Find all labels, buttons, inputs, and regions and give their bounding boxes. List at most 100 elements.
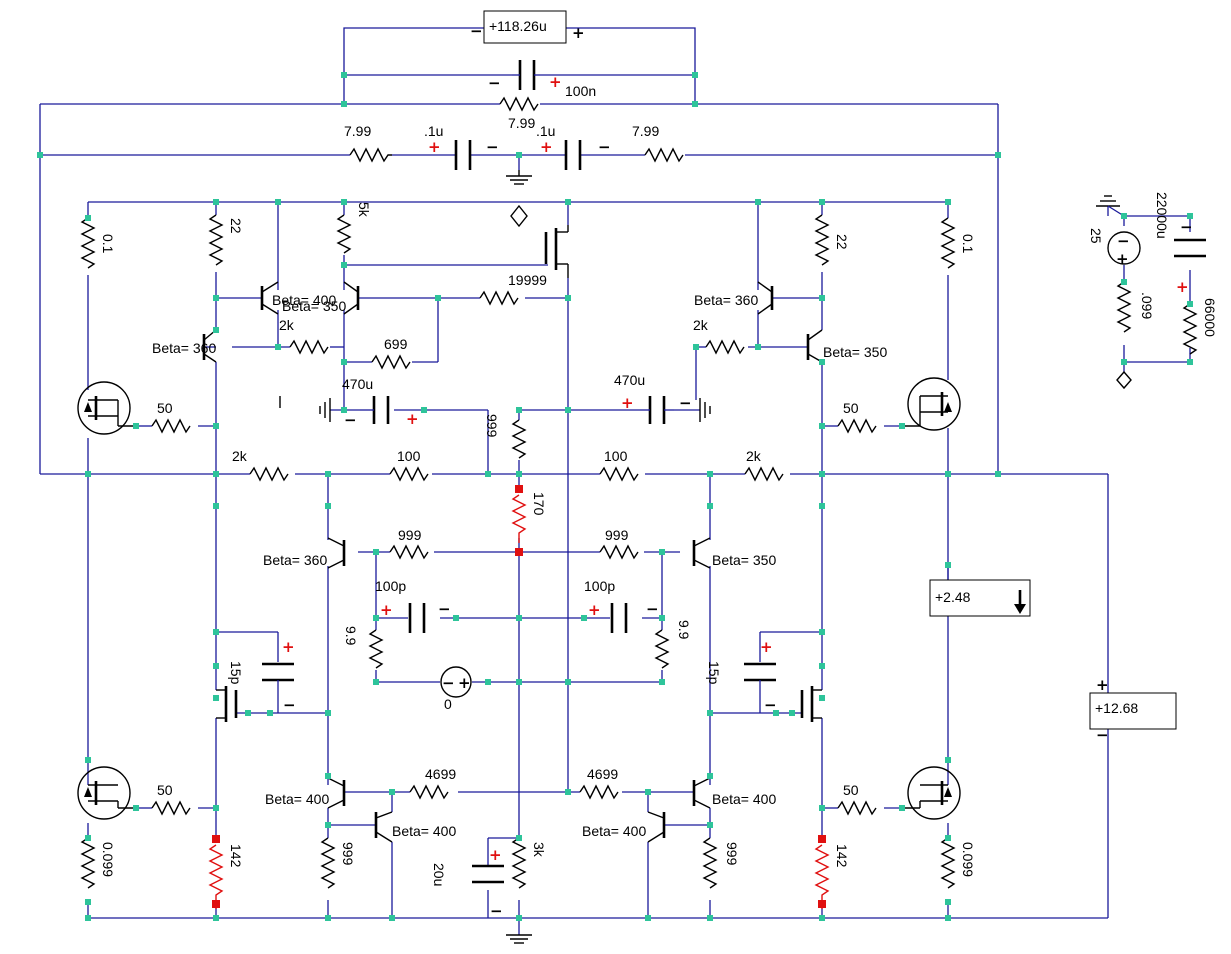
label-r-699: 699 — [384, 336, 408, 352]
capacitors — [262, 60, 1206, 884]
label-r-999-right: 999 — [605, 527, 629, 543]
label-beta-400-vas-left: Beta= 400 — [265, 791, 329, 807]
sources-grounds — [279, 170, 1141, 944]
svg-text:+: + — [1116, 250, 1129, 268]
svg-text:−: − — [1117, 232, 1130, 250]
label-beta-350-input: Beta= 350 — [712, 552, 776, 568]
svg-text:−: − — [1096, 726, 1109, 744]
label-beta-400-mirror-left: Beta= 400 — [392, 823, 456, 839]
label-c-15p-left: 15p — [228, 661, 244, 685]
label-r-2k-right: 2k — [746, 448, 762, 464]
label-r-50-ur: 50 — [843, 400, 859, 416]
svg-text:−: − — [1180, 218, 1193, 236]
label-c-470u-right: 470u — [614, 372, 645, 388]
label-c-20u: 20u — [431, 863, 447, 886]
svg-text:−: − — [764, 696, 777, 714]
svg-text:+: + — [621, 394, 634, 412]
label-beta-350-ur: Beta= 350 — [823, 344, 887, 360]
label-r-2k-ur: 2k — [693, 317, 709, 333]
svg-text:+: + — [406, 410, 419, 428]
label-r-099: .099 — [1139, 292, 1155, 319]
meter-mid[interactable]: +2.48 — [929, 579, 1031, 617]
svg-text:−: − — [598, 138, 611, 156]
label-beta-400-ul: Beta= 400 — [272, 292, 336, 308]
label-beta-360-ul: Beta= 360 — [152, 340, 216, 356]
q-right-350 — [806, 329, 823, 363]
label-r-2k-ul: 2k — [279, 317, 295, 333]
label-c-22000u: 22000u — [1154, 192, 1170, 239]
svg-text:−: − — [470, 22, 483, 40]
label-beta-400-vas-right: Beta= 400 — [712, 791, 776, 807]
label-r-4699-right: 4699 — [587, 766, 618, 782]
label-r-999-vertical: 999 — [484, 414, 500, 438]
label-r-50-ul: 50 — [157, 400, 173, 416]
label-v-0: 0 — [444, 696, 452, 712]
svg-text:−: − — [283, 696, 296, 714]
q-mirror-left — [374, 811, 393, 843]
power-mosfet-upper-left — [77, 381, 136, 435]
meter-right-value: +12.68 — [1095, 700, 1138, 716]
svg-text:+: + — [760, 638, 773, 656]
label-r-22-left: 22 — [228, 218, 244, 234]
label-c-100n: 100n — [565, 83, 596, 99]
component-labels: 7.99 7.99 7.99 .1u .1u 100n 0.1 0.1 22 2… — [100, 83, 1218, 886]
q-left-upper-b — [343, 281, 360, 315]
q-vas-left — [327, 777, 346, 809]
meter-top[interactable]: +118.26u — [483, 10, 567, 44]
label-r-0-099-right: 0.099 — [960, 842, 976, 877]
label-r-142-right: 142 — [834, 844, 850, 868]
label-r-7-99-left: 7.99 — [344, 123, 371, 139]
svg-text:+: + — [572, 24, 585, 42]
svg-text:+: + — [1176, 278, 1189, 296]
svg-text:−: − — [679, 394, 692, 412]
svg-text:+: + — [489, 846, 502, 864]
label-r-2k-left: 2k — [232, 448, 248, 464]
label-beta-360-input: Beta= 360 — [263, 552, 327, 568]
svg-text:+: + — [588, 601, 601, 619]
junction-nodes — [37, 72, 1193, 921]
svg-text:−: − — [344, 411, 357, 429]
label-r-142-left: 142 — [228, 844, 244, 868]
label-r-7-99-right: 7.99 — [632, 123, 659, 139]
label-r-999-left: 999 — [398, 527, 422, 543]
label-r-7-99-center: 7.99 — [508, 115, 535, 131]
label-c-1u-left: .1u — [424, 123, 443, 139]
svg-text:−: − — [442, 674, 455, 692]
resistors — [80, 96, 1198, 909]
power-mosfet-lower-left — [77, 766, 136, 820]
svg-text:+: + — [428, 138, 441, 156]
label-r-0-1-left: 0.1 — [100, 234, 116, 254]
meter-top-value: +118.26u — [489, 18, 547, 34]
wires — [39, 27, 1191, 935]
label-r-100-right: 100 — [604, 448, 628, 464]
meter-mid-value: +2.48 — [935, 589, 971, 605]
label-r-50-lr: 50 — [843, 782, 859, 798]
mosfet-right-15p — [800, 686, 822, 722]
q-right-360 — [757, 281, 774, 315]
q-input-left — [327, 537, 346, 569]
label-r-19999: 19999 — [508, 272, 547, 288]
label-r-50-ll: 50 — [157, 782, 173, 798]
label-r-9-9-left: 9.9 — [343, 626, 359, 646]
label-c-1u-right: .1u — [536, 123, 555, 139]
label-beta-360-ur: Beta= 360 — [694, 292, 758, 308]
q-input-right — [692, 537, 711, 569]
label-r-999-lower-right: 999 — [724, 842, 740, 866]
mosfet-center — [544, 225, 569, 278]
q-vas-right — [692, 777, 711, 809]
label-c-100p-left: 100p — [375, 578, 406, 594]
polarity-marks: −+ −+ +− +− −+ +− +− +− +− +− +− −+ −+ −… — [282, 22, 1193, 920]
svg-text:−: − — [486, 138, 499, 156]
svg-text:−: − — [438, 600, 451, 618]
label-r-5k: 5k — [356, 202, 372, 218]
label-r-999-lower-left: 999 — [340, 842, 356, 866]
svg-text:−: − — [490, 902, 503, 920]
svg-text:−: − — [646, 600, 659, 618]
label-r-100-left: 100 — [397, 448, 421, 464]
arrow-down-icon — [1014, 604, 1026, 614]
label-c-15p-right: 15p — [706, 661, 722, 685]
label-r-3k: 3k — [531, 842, 547, 858]
meter-right[interactable]: +12.68 — [1089, 692, 1177, 730]
